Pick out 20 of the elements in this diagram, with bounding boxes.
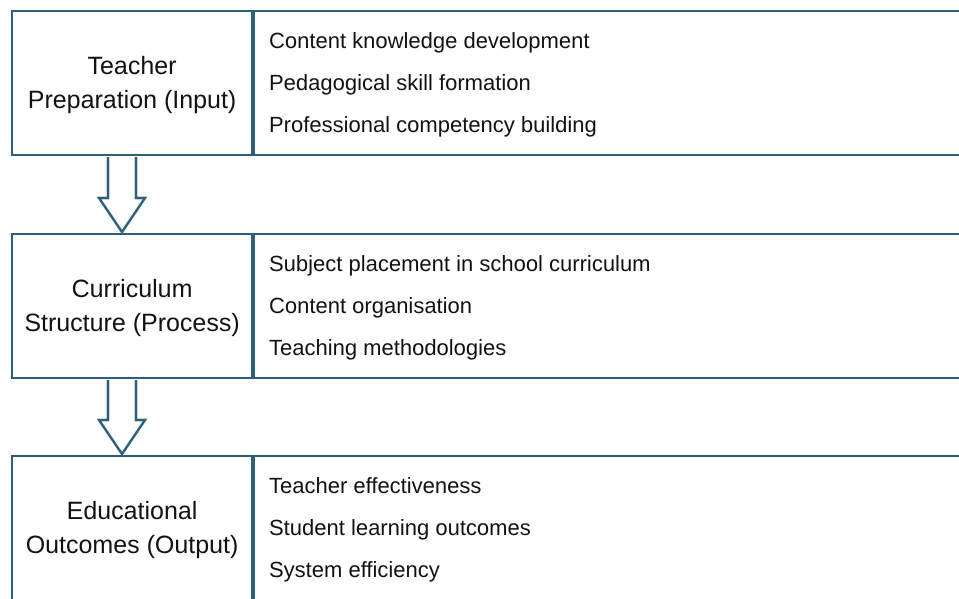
detail-item: Teaching methodologies <box>269 334 508 362</box>
block-arrow <box>96 378 148 456</box>
detail-item: Content organisation <box>269 292 474 320</box>
detail-item: System efficiency <box>269 556 441 584</box>
details-box <box>253 455 959 599</box>
details-box <box>253 10 959 156</box>
stage-title: Curriculum Structure (Process) <box>23 274 241 339</box>
stage-box <box>11 455 253 599</box>
stage-title: Educational Outcomes (Output) <box>24 496 240 561</box>
detail-item: Student learning outcomes <box>269 514 532 542</box>
stage-box <box>11 233 253 379</box>
detail-item: Content knowledge development <box>269 27 590 55</box>
stage-box <box>11 10 253 156</box>
block-arrow <box>96 156 148 234</box>
details-box <box>253 233 959 379</box>
detail-item: Teacher effectiveness <box>269 472 482 500</box>
detail-item: Professional competency building <box>269 111 598 139</box>
stage-title: Teacher Preparation (Input) <box>26 51 238 116</box>
detail-item: Subject placement in school curriculum <box>269 250 652 278</box>
detail-item: Pedagogical skill formation <box>269 69 532 97</box>
